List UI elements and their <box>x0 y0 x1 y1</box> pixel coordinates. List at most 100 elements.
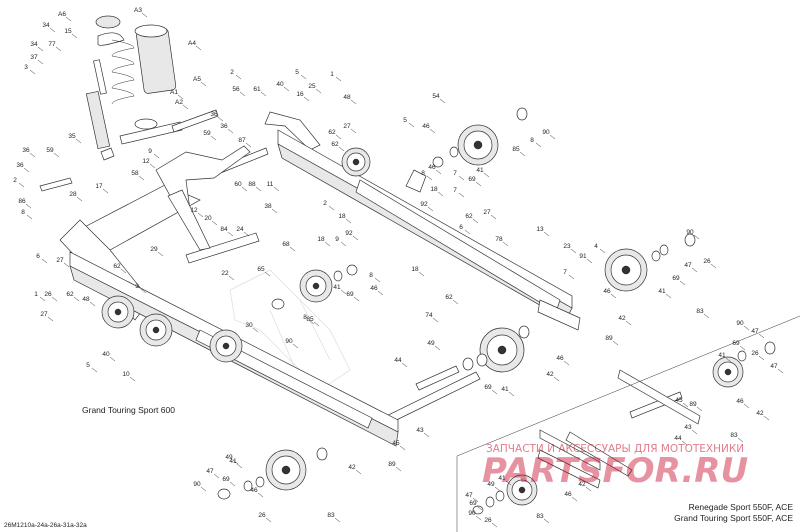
leader-line <box>29 152 36 158</box>
leader-line <box>265 517 272 523</box>
leader-line <box>29 69 36 75</box>
callout-36: 36 <box>16 162 24 169</box>
callout-60: 60 <box>234 181 242 188</box>
callout-38: 38 <box>264 203 272 210</box>
callout-36: 36 <box>210 111 218 118</box>
leader-line <box>335 134 342 140</box>
callout-26: 26 <box>44 291 52 298</box>
leader-line <box>710 263 717 269</box>
leader-lines <box>18 12 784 528</box>
callout-8: 8 <box>530 137 534 144</box>
leader-line <box>625 320 632 326</box>
callout-86: 86 <box>18 198 26 205</box>
leader-line <box>682 402 689 408</box>
leader-line <box>758 355 765 361</box>
leader-line <box>491 389 498 395</box>
leader-line <box>260 91 267 97</box>
leader-line <box>39 296 46 302</box>
callout-69: 69 <box>672 275 680 282</box>
leader-line <box>41 258 48 264</box>
callout-41: 41 <box>333 284 341 291</box>
callout-89: 89 <box>689 401 697 408</box>
leader-line <box>490 214 497 220</box>
leader-line <box>210 135 217 141</box>
leader-line <box>141 12 148 18</box>
callout-44: 44 <box>674 435 682 442</box>
leader-line <box>25 203 32 209</box>
callout-13: 13 <box>536 226 544 233</box>
leader-line <box>236 463 243 469</box>
leader-line <box>693 234 700 240</box>
callout-46: 46 <box>564 491 572 498</box>
leader-line <box>241 186 248 192</box>
callout-A4: A4 <box>188 40 196 47</box>
callout-A5: A5 <box>193 76 201 83</box>
callout-26: 26 <box>258 512 266 519</box>
callout-8: 8 <box>369 272 373 279</box>
leader-line <box>475 181 482 187</box>
leader-line <box>758 333 765 339</box>
leader-line <box>273 186 280 192</box>
callout-18: 18 <box>317 236 325 243</box>
callout-20: 20 <box>204 215 212 222</box>
callout-7: 7 <box>563 269 567 276</box>
leader-line <box>18 182 25 188</box>
leader-line <box>217 116 224 122</box>
leader-line <box>227 231 234 237</box>
leader-line <box>553 376 560 382</box>
leader-line <box>355 469 362 475</box>
callout-42: 42 <box>546 371 554 378</box>
leader-line <box>129 376 136 382</box>
callout-69: 69 <box>222 476 230 483</box>
callout-12: 12 <box>142 158 150 165</box>
callout-5: 5 <box>86 362 90 369</box>
leader-line <box>200 486 207 492</box>
leader-line <box>271 208 278 214</box>
callout-23: 23 <box>563 243 571 250</box>
leader-line <box>571 496 578 502</box>
inset-model-caption-2: Grand Touring Sport 550F, ACE <box>674 513 793 523</box>
leader-line <box>91 367 98 373</box>
leader-line <box>49 27 56 33</box>
callout-8: 8 <box>21 209 25 216</box>
leader-line <box>599 248 606 254</box>
leader-line <box>338 146 345 152</box>
callout-1: 1 <box>34 291 38 298</box>
callout-27: 27 <box>483 209 491 216</box>
inset-model-caption-1: Renegade Sport 550F, ACE <box>689 502 794 512</box>
callout-7: 7 <box>453 170 457 177</box>
leader-line <box>102 188 109 194</box>
callout-47: 47 <box>465 492 473 499</box>
leader-line <box>289 246 296 252</box>
callout-65: 65 <box>257 266 265 273</box>
leader-line <box>739 345 746 351</box>
leader-line <box>47 316 54 322</box>
leader-line <box>232 459 239 465</box>
leader-line <box>283 86 290 92</box>
callout-62: 62 <box>465 213 473 220</box>
callout-6: 6 <box>459 224 463 231</box>
leader-line <box>300 74 307 80</box>
leader-line <box>235 74 242 80</box>
callout-69: 69 <box>468 176 476 183</box>
leader-line <box>352 235 359 241</box>
callout-25: 25 <box>308 83 316 90</box>
callout-44: 44 <box>394 357 402 364</box>
leader-line <box>37 59 44 65</box>
callout-61: 61 <box>253 86 261 93</box>
callout-49: 49 <box>487 481 495 488</box>
leader-line <box>197 212 204 218</box>
callout-89: 89 <box>388 461 396 468</box>
leader-line <box>53 152 60 158</box>
callout-74: 74 <box>425 312 433 319</box>
leader-line <box>476 505 483 511</box>
callout-3: 3 <box>24 64 28 71</box>
callout-46: 46 <box>556 355 564 362</box>
callout-45: 45 <box>675 397 683 404</box>
leader-line <box>26 214 33 220</box>
callout-36: 36 <box>22 147 30 154</box>
leader-line <box>303 96 310 102</box>
leader-line <box>195 45 202 51</box>
leader-line <box>585 486 592 492</box>
